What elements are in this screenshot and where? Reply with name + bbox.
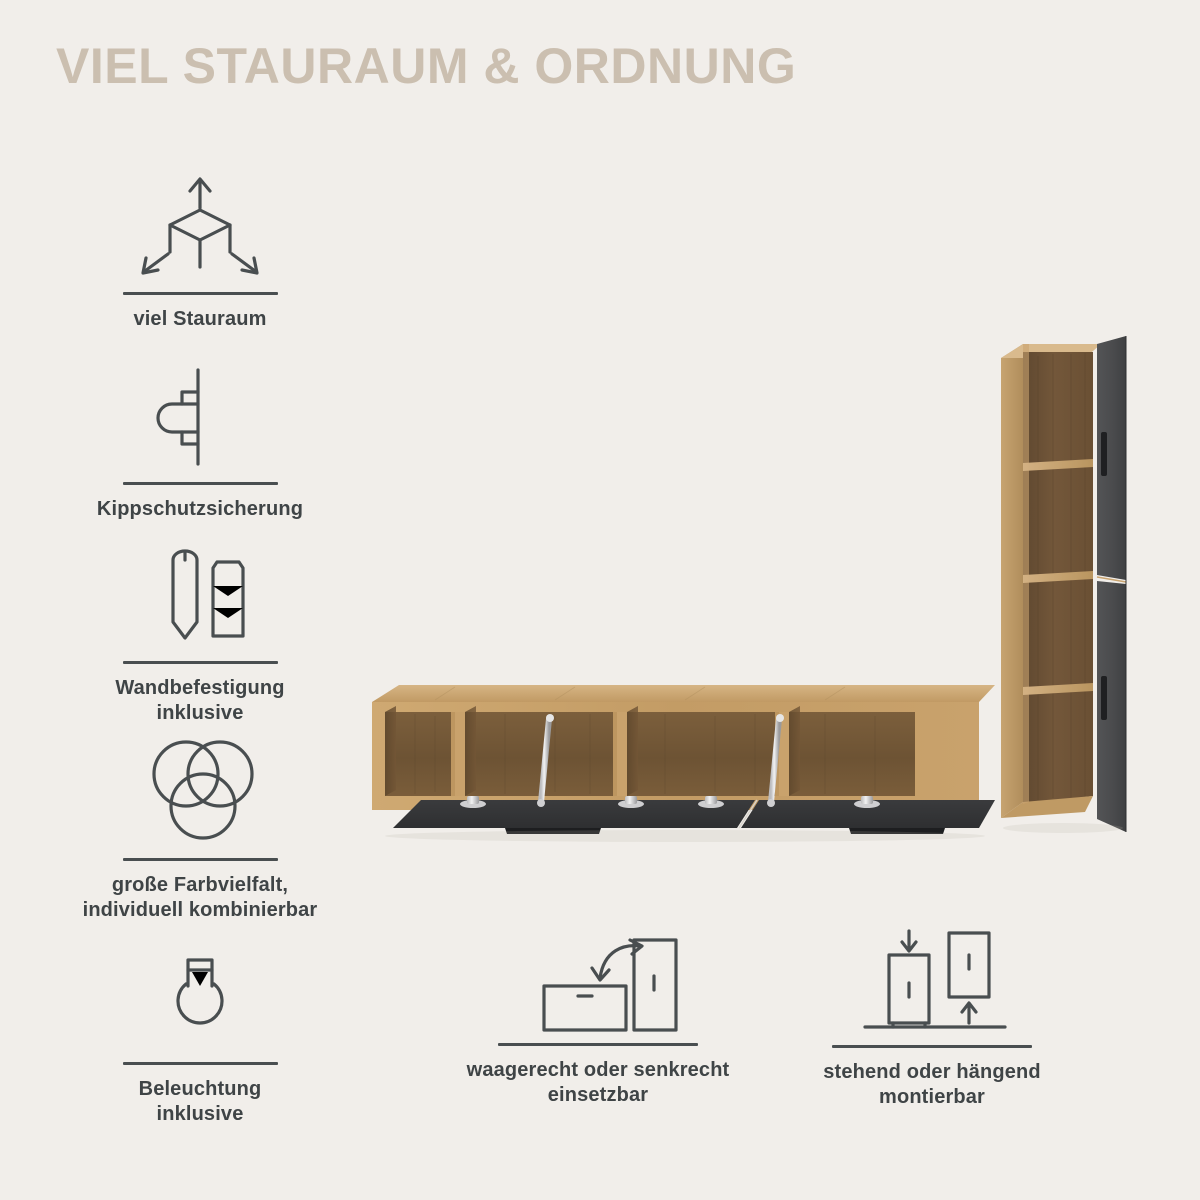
feature-beleuchtung: Beleuchtung inklusive [50,948,350,1127]
feature-kippschutzsicherung: Kippschutzsicherung [50,362,350,522]
feature-caption: große Farbvielfalt, individuell kombinie… [82,874,318,921]
feature-caption: waagerecht oder senkrecht einsetzbar [466,1059,730,1106]
product-tall-cabinet [993,332,1138,842]
icon-box [130,172,270,282]
feature-divider [122,858,278,861]
icon-box [135,546,265,651]
feature-farbvielfalt: große Farbvielfalt, individuell kombinie… [50,736,350,923]
screw-into-wall-icon [156,368,257,466]
icon-box [130,736,270,848]
feature-divider [832,1045,1032,1048]
page-title: VIEL STAURAUM & ORDNUNG [56,38,797,94]
feature-divider [122,482,278,485]
feature-divider [122,1062,278,1065]
feature-caption: Kippschutzsicherung [96,498,304,520]
tall-cabinet-illustration [1001,336,1127,833]
icon-box [508,930,688,1035]
door-lower [1097,581,1126,832]
icon-box [120,362,280,472]
product-lowboard [355,676,995,846]
feature-wandbefestigung: Wandbefestigung inklusive [50,546,350,726]
feature-caption: stehend oder hängend montierbar [823,1061,1041,1108]
cube-expand-arrows-icon [141,177,259,275]
hinge-mounts [460,796,880,808]
cabinet-standing-or-hanging-icon [863,929,1007,1029]
flap-door-right [741,800,995,828]
feature-stehend-haengend: stehend oder hängend montierbar [767,925,1097,1110]
feature-caption: Wandbefestigung inklusive [115,677,285,724]
door-upper [1097,336,1126,580]
three-overlapping-circles-icon [152,740,254,840]
feature-waagerecht-senkrecht: waagerecht oder senkrecht einsetzbar [433,930,763,1108]
feature-divider [122,292,278,295]
feature-divider [498,1043,698,1046]
handle-upper [1101,432,1107,476]
feature-caption: viel Stauraum [133,308,267,330]
icon-box [130,948,270,1052]
light-bulb-rays-icon [161,958,239,1032]
icon-box [837,925,1027,1037]
cabinet-rotate-orientation-icon [542,938,678,1032]
screw-and-wall-plug-icon [169,549,245,640]
feature-divider [122,661,278,664]
shelves [1023,459,1093,695]
lowboard-illustration [372,685,995,842]
gas-struts [537,714,784,807]
feature-caption: Beleuchtung inklusive [138,1078,262,1125]
handle-lower [1101,676,1107,720]
feature-viel-stauraum: viel Stauraum [50,172,350,332]
flap-door-left [393,800,755,828]
